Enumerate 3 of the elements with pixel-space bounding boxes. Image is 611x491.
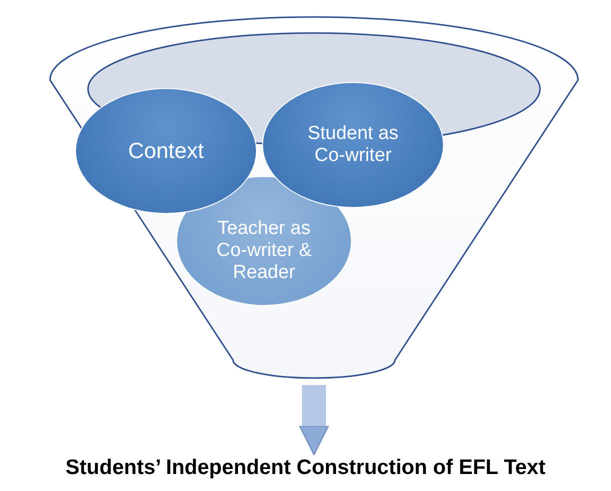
output-text: Students’ Independent Construction of EFL Text bbox=[0, 456, 611, 486]
funnel-shape bbox=[48, 15, 580, 380]
block-arrow bbox=[299, 385, 329, 456]
